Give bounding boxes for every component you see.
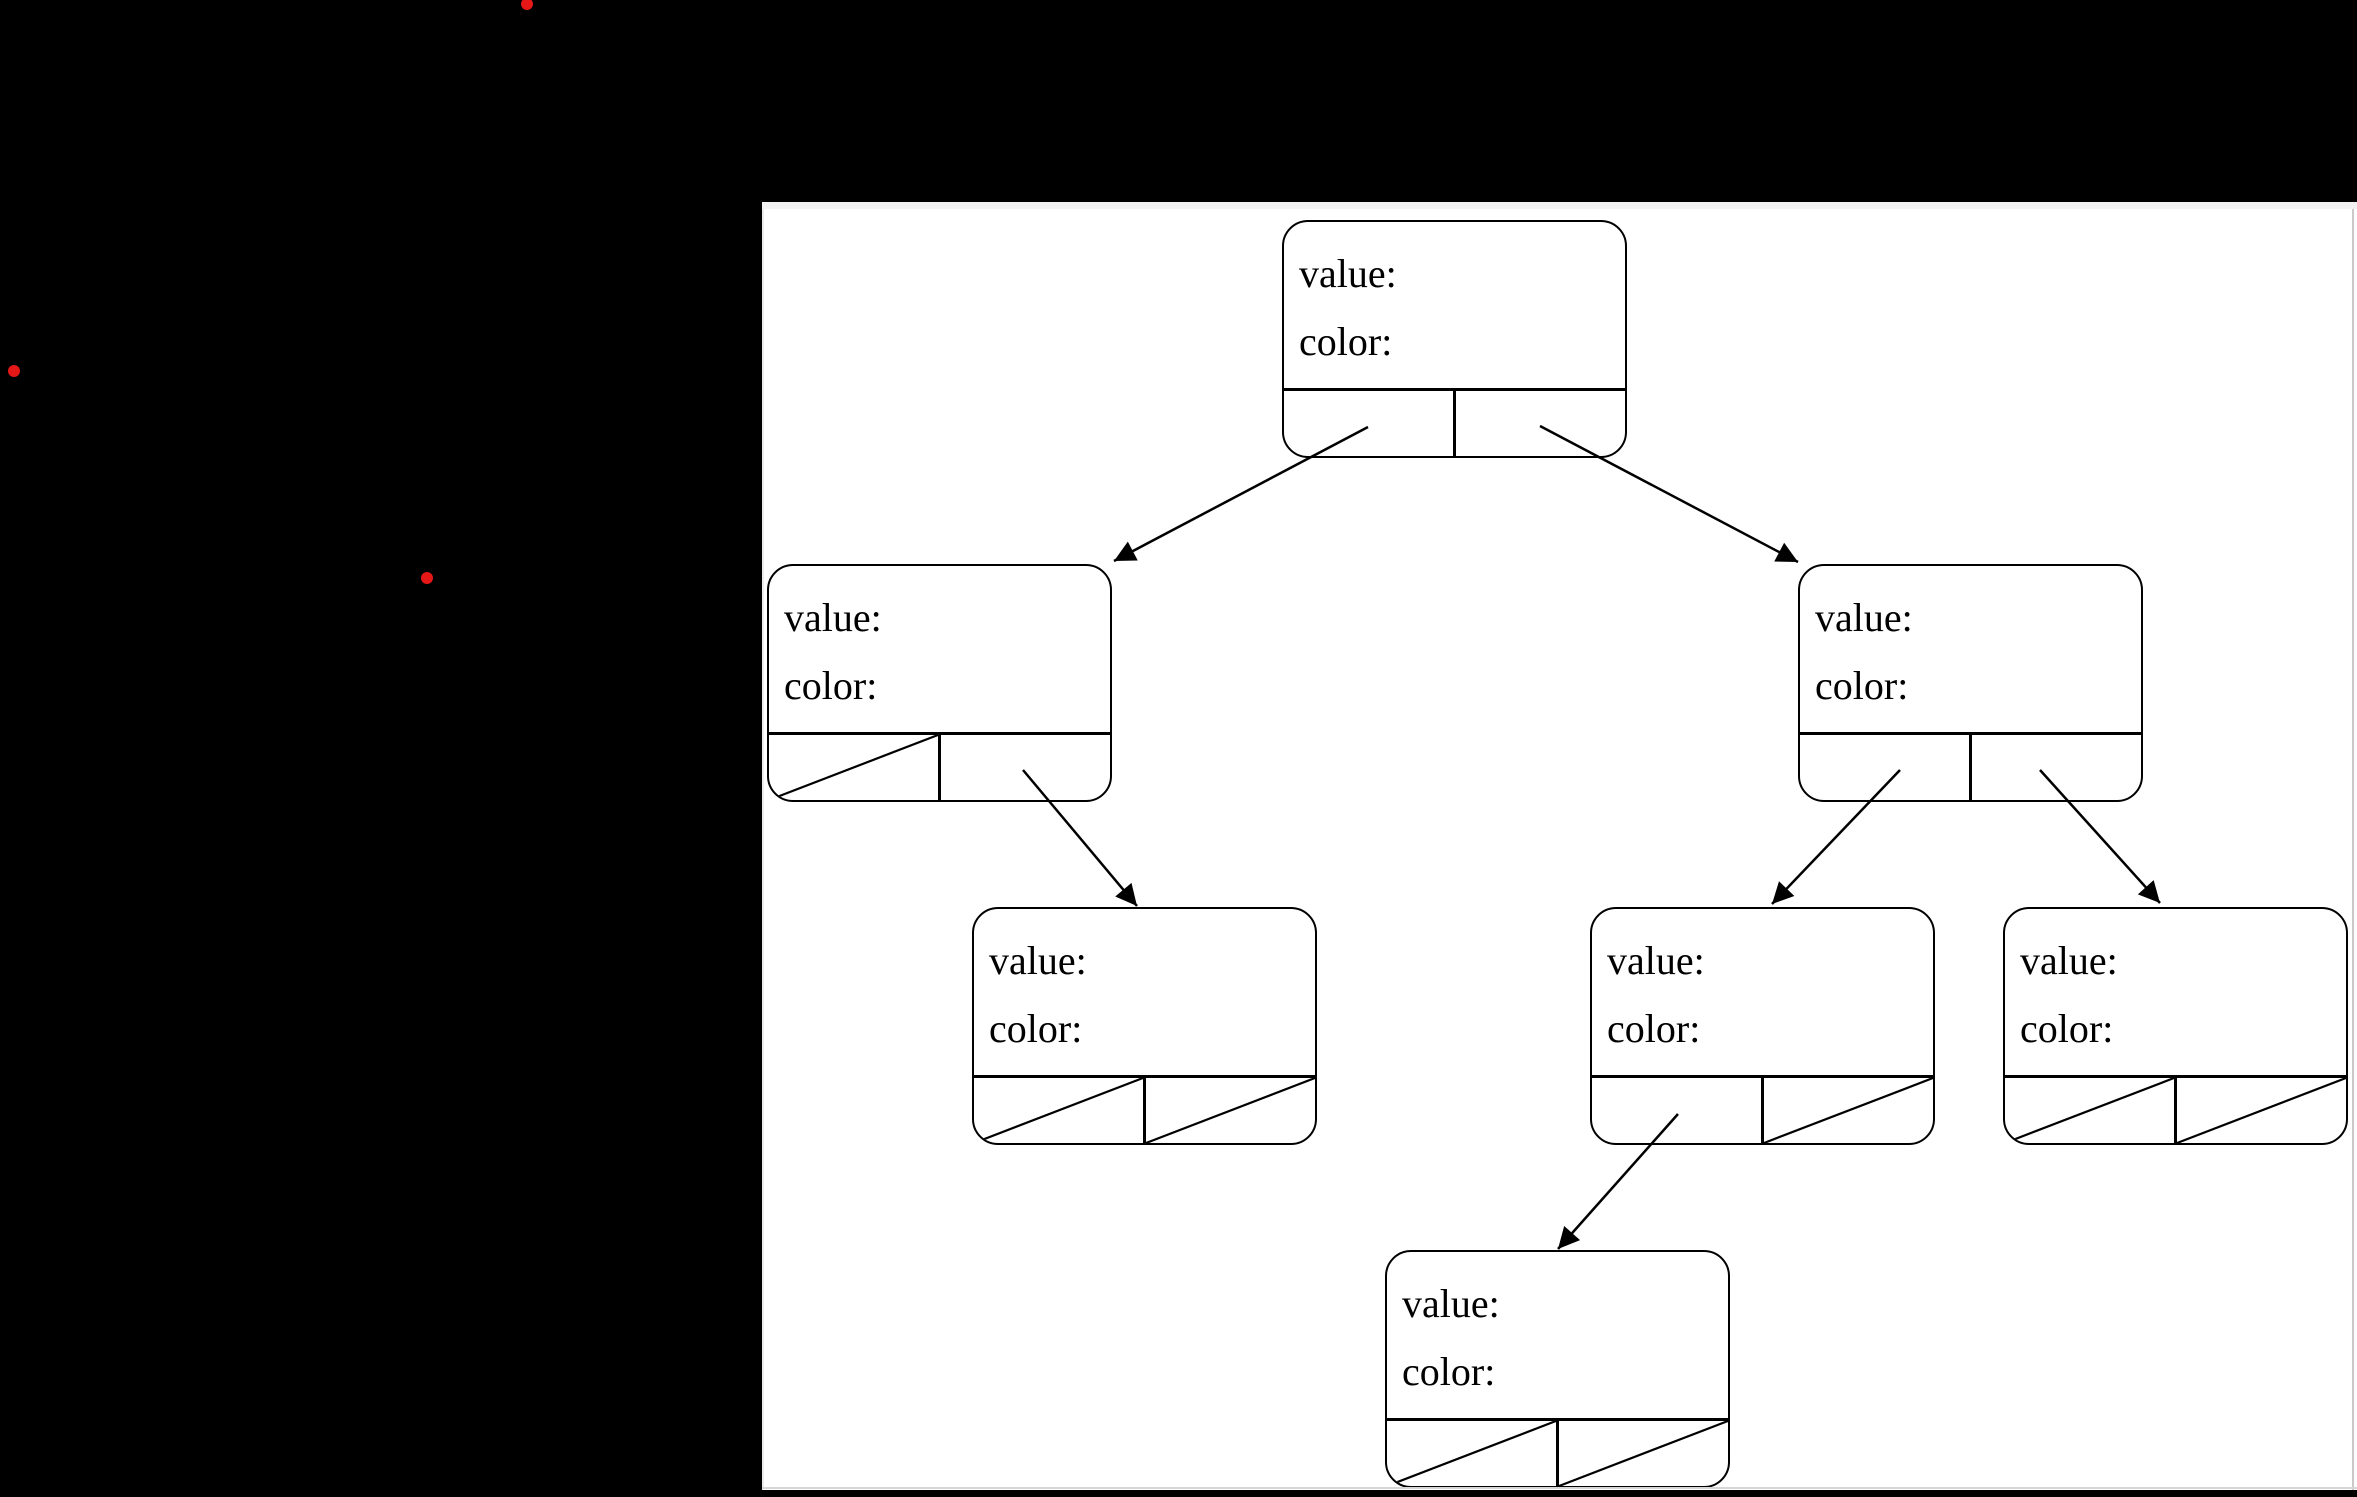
pointer-row: [974, 1075, 1315, 1143]
node-fields: value: color:: [1284, 222, 1625, 376]
left-pointer-cell: [1592, 1078, 1764, 1143]
node-color-label: color:: [989, 1006, 1083, 1051]
node-color-label: color:: [784, 663, 878, 708]
left-pointer-cell: [1387, 1421, 1559, 1486]
right-pointer-cell: [2177, 1078, 2346, 1143]
right-pointer-cell: [1456, 391, 1625, 456]
pointer-row: [2005, 1075, 2346, 1143]
node-color-label: color:: [1299, 319, 1393, 364]
left-pointer-cell: [1800, 735, 1972, 800]
node-color-label: color:: [2020, 1006, 2114, 1051]
tree-node-LR: value: color:: [972, 907, 1317, 1145]
pointer-row: [1284, 388, 1625, 456]
left-pointer-cell: [1284, 391, 1456, 456]
panel-right-frame-line: [2352, 209, 2354, 1490]
tree-node-RL: value: color:: [1590, 907, 1935, 1145]
right-pointer-cell: [1764, 1078, 1933, 1143]
panel-left-frame-line: [762, 209, 764, 1490]
laser-pointer-dot: [8, 365, 20, 377]
null-pointer-slash: [2005, 1078, 2174, 1143]
node-value-label: value:: [1299, 251, 1397, 296]
null-pointer-slash: [769, 735, 938, 800]
pointer-row: [1592, 1075, 1933, 1143]
node-value-label: value:: [1607, 938, 1705, 983]
left-pointer-cell: [769, 735, 941, 800]
tree-node-RLL: value: color:: [1385, 1250, 1730, 1488]
laser-pointer-dot: [421, 572, 433, 584]
node-value-label: value:: [1815, 595, 1913, 640]
right-pointer-cell: [1972, 735, 2141, 800]
node-value-label: value:: [989, 938, 1087, 983]
node-fields: value: color:: [1592, 909, 1933, 1063]
tree-node-root: value: color:: [1282, 220, 1627, 458]
pointer-row: [1387, 1418, 1728, 1486]
pointer-row: [1800, 732, 2141, 800]
node-color-label: color:: [1607, 1006, 1701, 1051]
null-pointer-slash: [1387, 1421, 1556, 1486]
null-pointer-slash: [1146, 1078, 1315, 1143]
node-value-label: value:: [1402, 1281, 1500, 1326]
node-color-label: color:: [1402, 1349, 1496, 1394]
node-value-label: value:: [784, 595, 882, 640]
node-fields: value: color:: [1800, 566, 2141, 720]
tree-node-L: value: color:: [767, 564, 1112, 802]
node-fields: value: color:: [1387, 1252, 1728, 1406]
right-pointer-cell: [1146, 1078, 1315, 1143]
node-color-label: color:: [1815, 663, 1909, 708]
diagram-viewer-panel: value:color:value:color:value:color:valu…: [762, 202, 2357, 1490]
null-pointer-slash: [1764, 1078, 1933, 1143]
null-pointer-slash: [1559, 1421, 1728, 1486]
tree-node-RR: value: color:: [2003, 907, 2348, 1145]
panel-bottom-frame-line: [762, 1487, 2357, 1489]
pointer-row: [769, 732, 1110, 800]
laser-pointer-dot: [521, 0, 533, 10]
left-pointer-cell: [974, 1078, 1146, 1143]
node-fields: value: color:: [769, 566, 1110, 720]
left-pointer-cell: [2005, 1078, 2177, 1143]
null-pointer-slash: [2177, 1078, 2346, 1143]
tree-node-R: value: color:: [1798, 564, 2143, 802]
node-fields: value: color:: [974, 909, 1315, 1063]
node-value-label: value:: [2020, 938, 2118, 983]
right-pointer-cell: [941, 735, 1110, 800]
null-pointer-slash: [974, 1078, 1143, 1143]
node-fields: value: color:: [2005, 909, 2346, 1063]
right-pointer-cell: [1559, 1421, 1728, 1486]
